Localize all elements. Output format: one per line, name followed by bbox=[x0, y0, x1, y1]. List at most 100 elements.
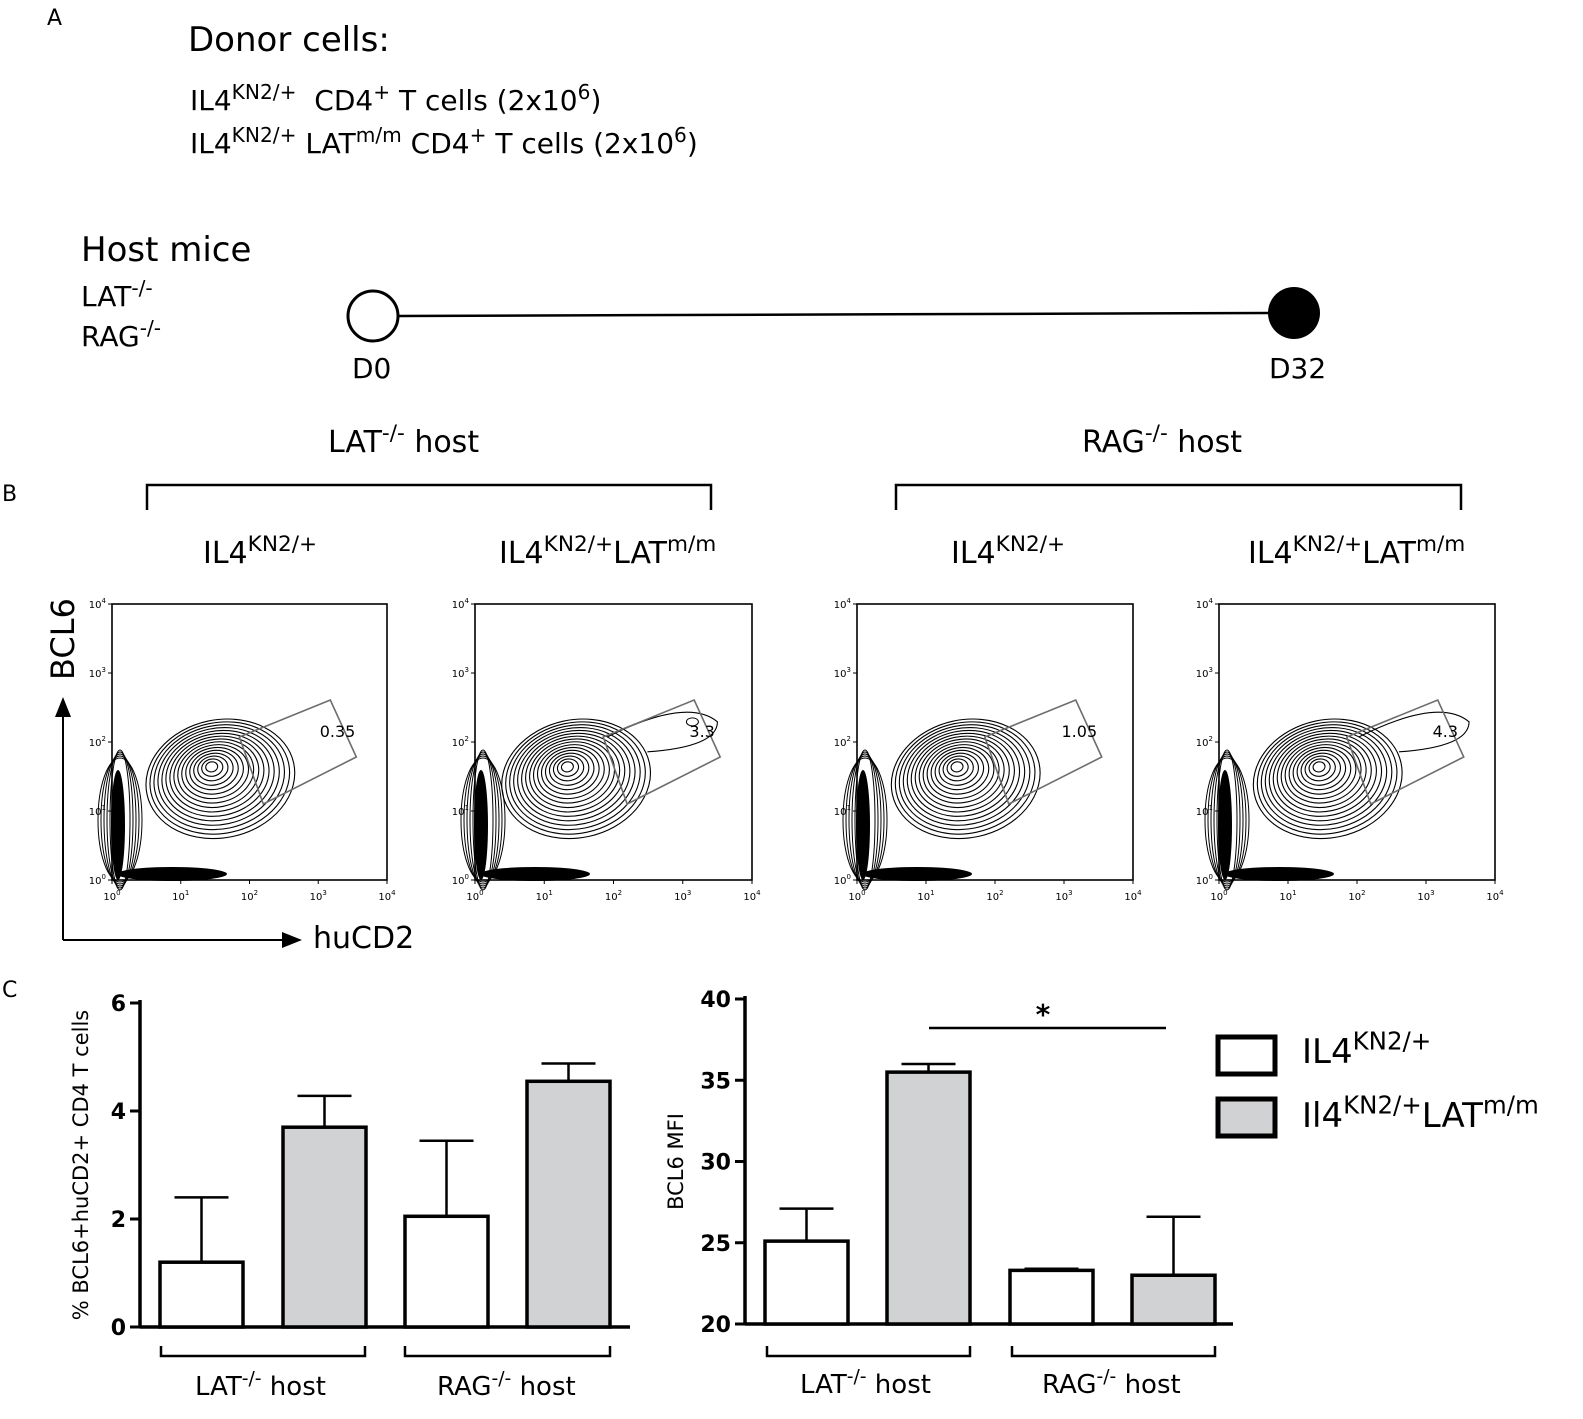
flow-plot-frame bbox=[856, 603, 1134, 881]
group-label-lat: LAT-/- host bbox=[328, 421, 480, 460]
contour-line bbox=[525, 735, 621, 813]
contour-line bbox=[914, 735, 1010, 813]
contour-line bbox=[185, 746, 244, 795]
contour-line bbox=[556, 758, 580, 777]
bar-group-label: RAG-/- host bbox=[1042, 1366, 1181, 1400]
gate-value: 1.05 bbox=[1062, 722, 1098, 741]
gate-polygon bbox=[1345, 698, 1465, 806]
contour-line bbox=[848, 753, 882, 887]
contour-line bbox=[157, 727, 280, 826]
contour-line bbox=[1252, 718, 1403, 840]
contour-line bbox=[201, 758, 224, 777]
y-tick-label: 100 bbox=[834, 873, 851, 887]
contour-line bbox=[1296, 749, 1347, 791]
contour-line bbox=[169, 735, 265, 813]
group-bracket-rag bbox=[894, 483, 1463, 510]
contour-dense-population bbox=[1224, 867, 1334, 881]
bar-group-label: LAT-/- host bbox=[800, 1366, 931, 1400]
y-tick-label: 102 bbox=[1196, 735, 1213, 749]
y-tick-label: 103 bbox=[1196, 666, 1213, 680]
y-tick-label: 102 bbox=[834, 735, 851, 749]
contour-dense-population bbox=[480, 867, 590, 881]
genotype-label: IL4KN2/+ bbox=[203, 532, 318, 571]
contour-line bbox=[537, 744, 605, 800]
contour-line bbox=[509, 724, 641, 831]
contour-line bbox=[685, 717, 699, 727]
contour-line bbox=[1256, 721, 1398, 835]
contour-line bbox=[906, 729, 1021, 822]
flow-y-axis-label: BCL6 bbox=[44, 598, 82, 680]
contour-line bbox=[938, 752, 979, 786]
contour-line bbox=[109, 749, 131, 891]
x-tick-label: 100 bbox=[103, 889, 120, 903]
y-tick-label: 100 bbox=[452, 873, 469, 887]
x-tick-label: 103 bbox=[310, 889, 327, 903]
x-tick-label: 104 bbox=[1124, 889, 1142, 903]
group-bracket bbox=[765, 1346, 972, 1358]
contour-line bbox=[1213, 751, 1241, 889]
contour-line bbox=[910, 732, 1015, 817]
x-tick-label: 101 bbox=[536, 889, 553, 903]
y-tick-label: 30 bbox=[700, 1151, 731, 1176]
contour-line bbox=[521, 732, 626, 817]
panel-label-b: B bbox=[2, 482, 18, 507]
contour-tail bbox=[607, 711, 718, 753]
x-tick-label: 102 bbox=[605, 889, 622, 903]
genotype-label: IL4KN2/+LATm/m bbox=[1248, 532, 1466, 571]
y-tick-label: 2 bbox=[111, 1208, 126, 1233]
bar bbox=[158, 1260, 245, 1329]
x-tick-label: 100 bbox=[1210, 889, 1227, 903]
y-tick-label: 104 bbox=[834, 597, 852, 611]
contour-line bbox=[898, 724, 1031, 831]
contour-line bbox=[193, 752, 234, 786]
y-tick-label: 103 bbox=[452, 666, 469, 680]
contour-line bbox=[177, 741, 255, 804]
x-tick-label: 101 bbox=[1279, 889, 1296, 903]
bar bbox=[403, 1214, 490, 1329]
x-tick-label: 104 bbox=[743, 889, 761, 903]
gate-value: 0.35 bbox=[320, 722, 356, 741]
contour-line bbox=[894, 721, 1036, 835]
group-bracket bbox=[403, 1346, 612, 1358]
legend-label-mut: Il4KN2/+LATm/m bbox=[1302, 1090, 1539, 1136]
gate-value: 4.3 bbox=[1433, 722, 1458, 741]
y-axis-label: % BCL6+huCD2+ CD4 T cells bbox=[69, 1010, 93, 1321]
contour-line bbox=[197, 755, 229, 782]
y-tick-label: 101 bbox=[834, 804, 851, 818]
contour-dense-population bbox=[117, 867, 227, 881]
contour-line bbox=[540, 746, 600, 795]
contour-line bbox=[501, 718, 652, 840]
y-tick-label: 6 bbox=[111, 992, 126, 1017]
panel-label-a: A bbox=[47, 6, 63, 31]
y-tick-label: 104 bbox=[452, 597, 470, 611]
y-tick-label: 104 bbox=[1196, 597, 1214, 611]
contour-line bbox=[1272, 732, 1377, 817]
group-bracket bbox=[1010, 1346, 1217, 1358]
contour-line bbox=[926, 744, 995, 800]
host-heading: Host mice bbox=[81, 230, 252, 270]
donor-line-2: IL4KN2/+ LATm/m CD4+ T cells (2x106) bbox=[190, 122, 698, 160]
x-tick-label: 102 bbox=[1348, 889, 1365, 903]
bar bbox=[1130, 1273, 1217, 1326]
contour-line bbox=[161, 729, 275, 822]
contour-line bbox=[1207, 755, 1247, 885]
genotype-label: IL4KN2/+LATm/m bbox=[499, 532, 717, 571]
contour-dense-population bbox=[1218, 770, 1232, 880]
contour-line bbox=[548, 752, 590, 786]
contour-line bbox=[103, 753, 137, 887]
contour-line bbox=[165, 732, 270, 817]
contour-tail bbox=[1358, 711, 1470, 753]
contour-line bbox=[544, 749, 595, 791]
gate-value: 3.3 bbox=[689, 722, 714, 741]
contour-line bbox=[472, 749, 494, 891]
contour-line bbox=[942, 755, 974, 782]
contour-dense-population bbox=[856, 770, 870, 880]
x-tick-label: 100 bbox=[466, 889, 483, 903]
contour-line bbox=[181, 744, 250, 800]
arrowhead-up-icon bbox=[55, 697, 71, 717]
contour-dense-population bbox=[474, 770, 488, 880]
bar-group-label: LAT-/- host bbox=[195, 1368, 326, 1402]
contour-line bbox=[529, 738, 616, 809]
